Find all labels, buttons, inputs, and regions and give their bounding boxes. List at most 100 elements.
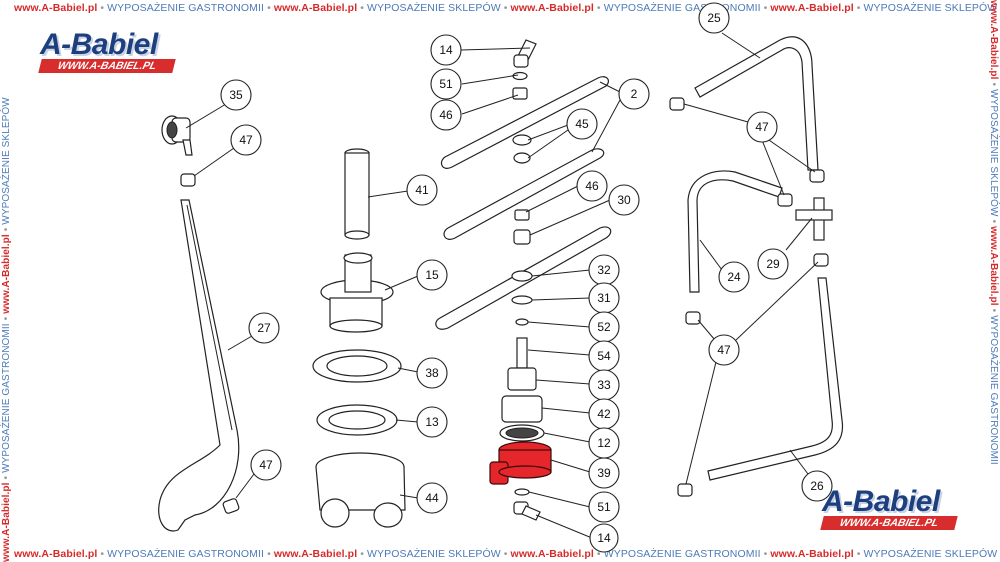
separator: • — [763, 548, 768, 560]
part-33-adapter — [507, 367, 537, 391]
part-39-pump-housing-highlighted — [489, 441, 552, 485]
border-top-strip: www.A-Babiel.pl•WYPOSAŻENIE GASTRONOMII•… — [14, 0, 1000, 16]
shops-text: WYPOSAŻENIE SKLEPÓW — [367, 2, 501, 14]
part-14-elbow-top — [513, 39, 537, 68]
part-2-lower-arm — [443, 148, 605, 240]
callout-label: 33 — [597, 378, 611, 392]
separator: • — [100, 548, 105, 560]
separator: • — [596, 2, 601, 14]
separator: • — [267, 2, 271, 14]
callout-13: 13 — [416, 406, 448, 438]
part-47-cap-e — [777, 193, 793, 207]
part-15-sleeve — [320, 252, 394, 333]
callout-label: 32 — [597, 263, 611, 277]
callout-2: 2 — [618, 78, 650, 110]
callout-12: 12 — [588, 427, 620, 459]
callout-35: 35 — [220, 79, 252, 111]
callout-54: 54 — [588, 340, 620, 372]
callout-51-bottom: 51 — [588, 491, 620, 523]
callout-47-left-top: 47 — [230, 124, 262, 156]
callout-label: 30 — [617, 193, 631, 207]
callout-label: 14 — [439, 43, 453, 57]
callout-51-top: 51 — [430, 68, 462, 100]
logo-top-left: A-Babiel WWW.A-BABIEL.PL — [38, 28, 176, 73]
callout-label: 51 — [439, 77, 453, 91]
callout-label: 47 — [259, 458, 273, 472]
shops-text: WYPOSAŻENIE SKLEPÓW — [863, 2, 998, 14]
callout-42: 42 — [588, 398, 620, 430]
part-47-cap-h — [677, 483, 693, 497]
logo-brand: A-Babiel — [822, 485, 940, 518]
logo-brand: A-Babiel — [40, 28, 158, 61]
callout-label: 12 — [597, 436, 611, 450]
part-12-seal — [499, 424, 545, 442]
part-47-cap-c — [669, 97, 685, 111]
callout-label: 51 — [597, 500, 611, 514]
callout-label: 24 — [727, 270, 741, 284]
shops-text: WYPOSAŻENIE SKLEPÓW — [863, 548, 998, 560]
callout-31: 31 — [588, 282, 620, 314]
part-30-bushing — [513, 229, 531, 245]
part-54-shaft — [516, 337, 528, 369]
part-25-pipe — [694, 36, 819, 171]
callout-label: 46 — [439, 108, 453, 122]
part-32-bottom-arm — [435, 226, 612, 330]
site-text: www.A-Babiel.pl — [14, 548, 98, 560]
callout-25: 25 — [698, 2, 730, 34]
shops-text: WYPOSAŻENIE SKLEPÓW — [367, 548, 501, 560]
part-41-tube — [344, 148, 370, 240]
callout-label: 31 — [597, 291, 611, 305]
callout-label: 15 — [425, 268, 439, 282]
part-45-nut — [512, 134, 532, 164]
callout-47-right-bottom: 47 — [708, 334, 740, 366]
part-46-bearing — [514, 209, 530, 221]
callout-46-top: 46 — [430, 99, 462, 131]
callout-label: 45 — [575, 117, 589, 131]
site-text: www.A-Babiel.pl — [770, 548, 854, 560]
separator: • — [596, 548, 601, 560]
callout-label: 46 — [585, 179, 599, 193]
part-47-cap — [180, 173, 196, 187]
gastro-text: WYPOSAŻENIE GASTRONOMII — [107, 2, 265, 14]
separator: • — [100, 2, 105, 14]
separator: • — [267, 548, 271, 560]
part-29-tee — [795, 197, 833, 241]
gastro-text: WYPOSAŻENIE GASTRONOMII — [107, 548, 265, 560]
callout-label: 14 — [597, 531, 611, 545]
separator: • — [503, 2, 508, 14]
callout-label: 47 — [717, 343, 731, 357]
part-27-pipe — [158, 199, 240, 532]
part-13-gasket — [316, 404, 398, 436]
part-24-pipe — [687, 170, 783, 293]
callout-38: 38 — [416, 357, 448, 389]
callout-label: 54 — [597, 349, 611, 363]
separator: • — [360, 548, 364, 560]
part-42-filter — [501, 395, 543, 423]
callout-32: 32 — [588, 254, 620, 286]
part-31-ring — [511, 295, 533, 305]
part-46-bearing-top — [512, 87, 528, 100]
gastro-text: WYPOSAŻENIE GASTRONOMII — [603, 548, 761, 560]
part-47-cap-g — [685, 311, 701, 325]
site-text: www.A-Babiel.pl — [770, 2, 854, 14]
part-26-pipe — [707, 277, 844, 481]
callout-label: 52 — [597, 320, 611, 334]
callout-label: 25 — [707, 11, 721, 25]
callout-52: 52 — [588, 311, 620, 343]
callout-29: 29 — [757, 248, 789, 280]
separator: • — [763, 2, 768, 14]
part-14-elbow-bottom — [513, 501, 541, 521]
callout-24: 24 — [718, 261, 750, 293]
site-text: www.A-Babiel.pl — [273, 548, 358, 560]
logo-bottom-right: A-Babiel WWW.A-BABIEL.PL — [820, 485, 958, 530]
callout-46: 46 — [576, 170, 608, 202]
callout-label: 47 — [239, 133, 253, 147]
separator: • — [856, 548, 861, 560]
part-35-elbow — [161, 115, 193, 156]
callout-label: 2 — [631, 87, 638, 101]
separator: • — [503, 548, 508, 560]
border-bottom-strip: www.A-Babiel.pl•WYPOSAŻENIE GASTRONOMII•… — [14, 546, 1000, 562]
callout-27: 27 — [248, 312, 280, 344]
callout-33: 33 — [588, 369, 620, 401]
